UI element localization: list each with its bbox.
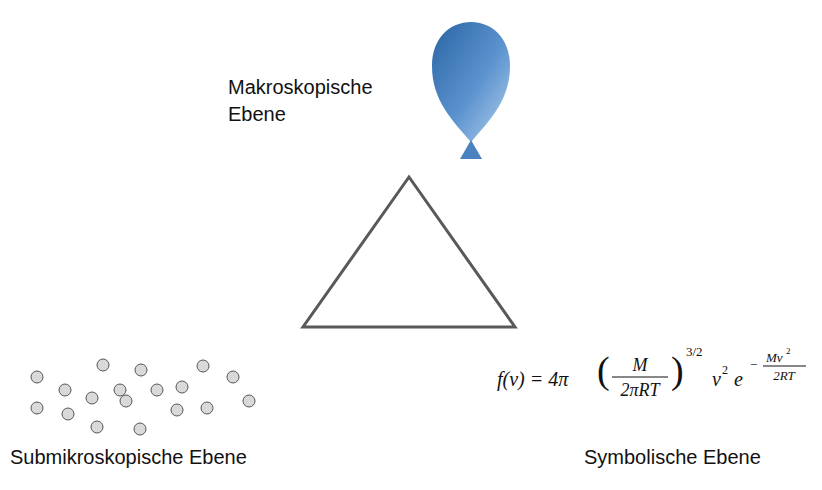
formula-term: e [734,369,743,389]
level-label: Makroskopische Ebene [228,74,396,128]
formula-exponent: 3/2 [686,345,703,358]
particles [31,359,255,435]
formula-exponent: 2 [786,347,791,356]
fraction-bar [763,366,806,367]
formula-exponent: 2 [722,364,728,376]
formula-term: f(v) = 4π [497,369,568,389]
formula-exponent: Mv [766,351,783,364]
formula-numerator: M [633,356,648,374]
formula-exponent: 2RT [773,369,795,382]
formula-bracket: ( [597,351,610,389]
level-label: Symbolische Ebene [584,444,761,471]
fraction-bar [612,376,668,377]
formula-denominator: 2πRT [620,381,659,399]
balloon [432,22,510,159]
formula-bracket: ) [671,351,684,389]
formula-exponent: − [750,358,757,371]
triangle [303,177,515,327]
formula-term: v [712,369,721,389]
level-label: Submikroskopische Ebene [10,444,247,471]
